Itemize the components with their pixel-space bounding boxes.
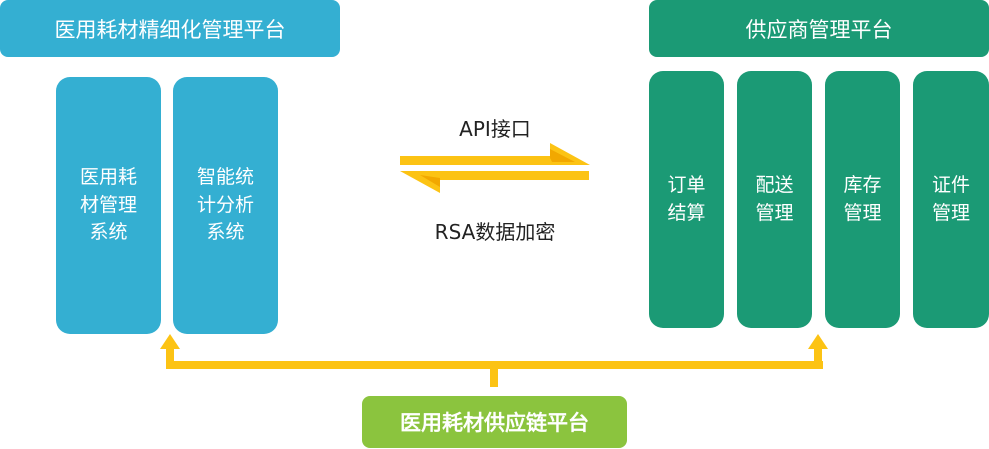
api-exchange-arrows (400, 143, 590, 193)
arrowhead-up-right-icon (808, 334, 828, 349)
right-platform-title: 供应商管理平台 (745, 17, 893, 42)
vertical-stem-line (490, 361, 498, 387)
rsa-encryption-label: RSA数据加密 (400, 216, 590, 245)
system-card-consumables-management[interactable]: 医用耗 材管理 系统 (56, 77, 161, 334)
right-riser-line (814, 346, 822, 368)
module-card-label: 订单 结算 (667, 173, 706, 224)
left-riser-line (166, 346, 174, 368)
arrow-left-icon (400, 171, 589, 193)
arrow-left-shade (420, 175, 440, 187)
system-card-label: 医用耗 材管理 系统 (79, 166, 137, 244)
system-card-label: 智能统 计分析 系统 (196, 166, 254, 244)
arrowhead-up-left-icon (160, 334, 180, 349)
left-platform-title: 医用耗材精细化管理平台 (54, 17, 286, 42)
module-card-order-settlement[interactable]: 订单 结算 (649, 71, 724, 328)
right-platform-header: 供应商管理平台 (649, 0, 989, 57)
module-card-label: 配送 管理 (755, 173, 794, 224)
arrow-right-icon (400, 143, 590, 165)
rsa-encryption-text: RSA数据加密 (434, 220, 556, 244)
api-interface-text: API接口 (459, 117, 531, 141)
bottom-platform-title: 医用耗材供应链平台 (400, 411, 589, 435)
api-interface-label: API接口 (400, 113, 590, 142)
module-card-delivery-management[interactable]: 配送 管理 (737, 71, 812, 328)
left-platform-header: 医用耗材精细化管理平台 (0, 0, 340, 57)
supply-chain-connector (160, 334, 828, 387)
system-card-statistics-analysis[interactable]: 智能统 计分析 系统 (173, 77, 278, 334)
arrow-right-shade (550, 149, 575, 162)
horizontal-connector-line (166, 361, 823, 369)
module-card-label: 库存 管理 (843, 173, 882, 224)
module-card-inventory-management[interactable]: 库存 管理 (825, 71, 900, 328)
module-card-certificate-management[interactable]: 证件 管理 (913, 71, 989, 328)
bottom-platform-header: 医用耗材供应链平台 (362, 396, 627, 448)
module-card-label: 证件 管理 (931, 173, 970, 224)
